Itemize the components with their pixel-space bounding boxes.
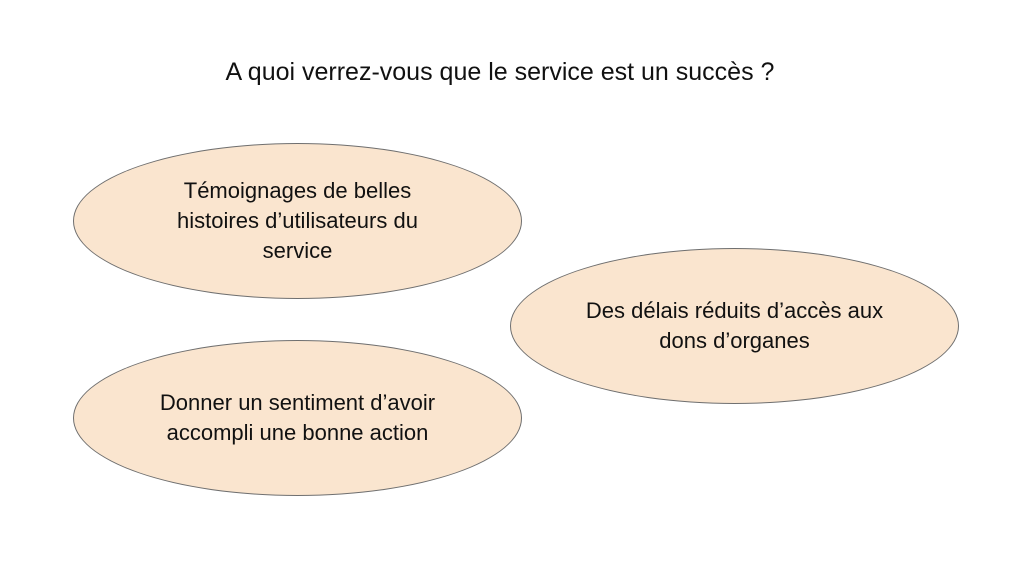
slide-title: A quoi verrez-vous que le service est un… (0, 58, 1000, 87)
bubble-reduced-delays: Des délais réduits d’accès aux dons d’or… (510, 248, 959, 404)
bubble-testimonials-text: Témoignages de belles histoires d’utilis… (177, 178, 418, 263)
bubble-good-action: Donner un sentiment d’avoir accompli une… (73, 340, 522, 496)
bubble-good-action-text: Donner un sentiment d’avoir accompli une… (159, 390, 436, 445)
bubble-testimonials: Témoignages de belles histoires d’utilis… (73, 143, 522, 299)
slide-title-text: A quoi verrez-vous que le service est un… (225, 58, 775, 86)
bubble-reduced-delays-text: Des délais réduits d’accès aux dons d’or… (585, 298, 884, 353)
